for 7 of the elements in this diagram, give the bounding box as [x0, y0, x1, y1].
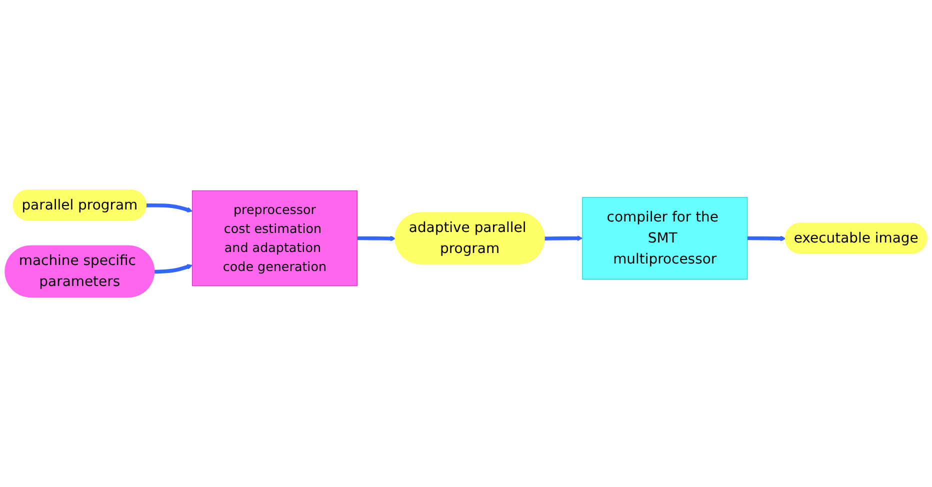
arrow — [747, 236, 786, 242]
arrow — [154, 264, 193, 274]
node-box: compiler for the SMT multiprocessor — [582, 197, 748, 280]
arrow — [544, 235, 583, 242]
node-box: preprocessor cost estimation and adaptation code generation — [192, 190, 358, 286]
arrow — [146, 203, 193, 212]
arrow — [357, 236, 396, 242]
